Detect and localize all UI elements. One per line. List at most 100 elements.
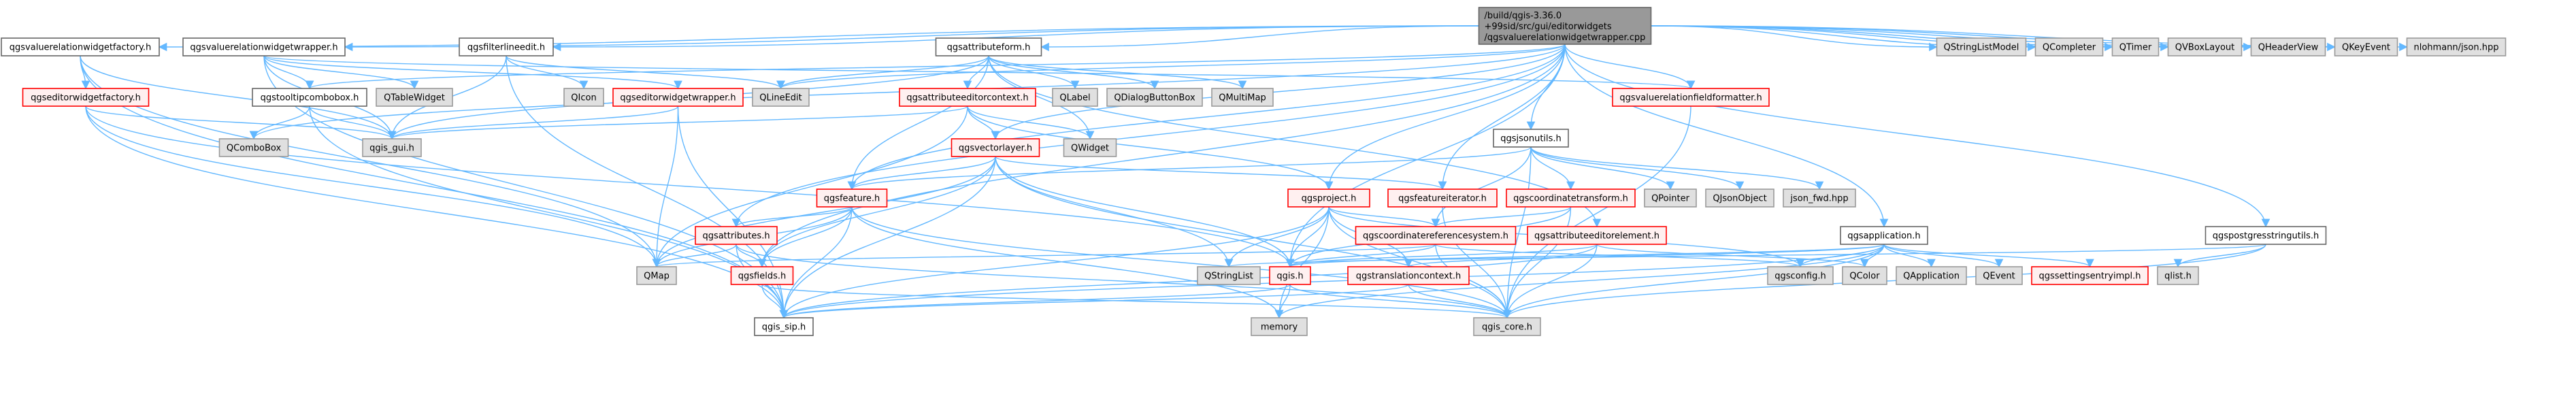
edge-project-to-qgissip [779, 206, 1330, 319]
node-box [1387, 188, 1498, 208]
node-feature[interactable]: qgsfeature.h [816, 188, 888, 208]
node-box [612, 88, 744, 107]
edge-attreditorcontext-to-qmap [652, 105, 968, 268]
node-label: nlohmann/json.hpp [2414, 43, 2499, 53]
edge-root-to-attributeform [1040, 25, 1479, 52]
node-attreditorcontext[interactable]: qgsattributeeditorcontext.h [899, 88, 1036, 107]
node-qstringlist[interactable]: QStringList [1197, 266, 1261, 285]
node-label: qgsvaluerelationwidgetwrapper.h [190, 43, 337, 53]
node-qmultimap[interactable]: QMultiMap [1211, 88, 1274, 107]
edge-root-to-vrwfactory [158, 25, 1479, 52]
edge-featureiterator-to-qgiscore [1442, 206, 1512, 319]
node-qheaderview[interactable]: QHeaderView [2250, 37, 2326, 56]
node-coordtransform[interactable]: qgscoordinatetransform.h [1506, 188, 1636, 208]
edge-jsonutils-to-coordtransform [1530, 146, 1575, 191]
node-label: QLineEdit [759, 93, 802, 103]
node-root[interactable]: /build/qgis-3.36.0+99sid/src/gui/editorw… [1478, 7, 1652, 45]
node-qdialogbuttonbox[interactable]: QDialogButtonBox [1106, 88, 1203, 107]
node-nlohmann[interactable]: nlohmann/json.hpp [2406, 37, 2507, 56]
node-qgiscore[interactable]: qgis_core.h [1473, 317, 1541, 336]
edge-coordtransform-to-qgiscore [1502, 206, 1572, 319]
node-vrwwrapper[interactable]: qgsvaluerelationwidgetwrapper.h [182, 37, 346, 56]
node-box [1767, 266, 1834, 285]
edge-attreditorcontext-to-vectorlayer [967, 105, 1000, 140]
node-qtimer[interactable]: QTimer [2111, 37, 2160, 56]
edge-editorwidgetfactory-to-qgish [85, 105, 1295, 268]
node-postgresstringutils[interactable]: qgspostgresstringutils.h [2205, 226, 2327, 245]
node-box [1347, 266, 1470, 285]
node-qgsconfig[interactable]: qgsconfig.h [1767, 266, 1834, 285]
node-box [459, 37, 554, 56]
node-tooltipcombobox[interactable]: qgstooltipcombobox.h [252, 88, 367, 107]
node-featureiterator[interactable]: qgsfeatureiterator.h [1387, 188, 1498, 208]
node-jsonutils[interactable]: qgsjsonutils.h [1493, 129, 1569, 148]
node-qgish[interactable]: qgis.h [1269, 266, 1311, 285]
node-label: qlist.h [2164, 272, 2192, 282]
node-label: QDialogButtonBox [1114, 93, 1195, 103]
node-qgissip[interactable]: qgis_sip.h [754, 317, 814, 336]
node-label: QPointer [1651, 194, 1690, 204]
edge-feature-to-fields [757, 206, 853, 268]
node-qtablewidget[interactable]: QTableWidget [376, 88, 453, 107]
node-filterlineedit[interactable]: qgsfilterlineedit.h [459, 37, 554, 56]
node-label: qgis_core.h [1482, 323, 1532, 333]
node-memory[interactable]: memory [1251, 317, 1308, 336]
edge-root-to-vrwwrapper [344, 25, 1479, 52]
node-qlineedit[interactable]: QLineEdit [752, 88, 810, 107]
node-qcolor[interactable]: QColor [1842, 266, 1887, 285]
edge-postgresstringutils-to-qstringlist [1225, 244, 2266, 268]
node-fields[interactable]: qgsfields.h [730, 266, 794, 285]
node-label: qgscoordinatereferencesystem.h [1363, 231, 1508, 242]
node-box [362, 138, 422, 157]
edge-root-to-application [1564, 44, 1889, 228]
node-jsonfwd[interactable]: json_fwd.hpp [1783, 188, 1856, 208]
node-label: QStringListModel [1944, 43, 2019, 53]
node-qapplication[interactable]: QApplication [1896, 266, 1967, 285]
node-qicon[interactable]: QIcon [563, 88, 604, 107]
edge-vectorlayer-to-qgiscore [995, 156, 1512, 319]
node-qcompleter[interactable]: QCompleter [2034, 37, 2104, 56]
node-translationcontext[interactable]: qgstranslationcontext.h [1347, 266, 1470, 285]
edge-attributeform-to-qwidget [988, 55, 1095, 140]
node-qvboxlayout[interactable]: QVBoxLayout [2167, 37, 2243, 56]
node-qlabel[interactable]: QLabel [1052, 88, 1098, 107]
node-qcombobox[interactable]: QComboBox [218, 138, 289, 157]
edge-translationcontext-to-qgissip [780, 284, 1409, 319]
edge-feature-to-qgiscore [851, 206, 1512, 319]
node-settingsentryimpl[interactable]: qgssettingsentryimpl.h [2031, 266, 2149, 285]
node-qstringlistmodel[interactable]: QStringListModel [1936, 37, 2027, 56]
node-label: QWidget [1071, 144, 1109, 154]
node-label: QApplication [1903, 272, 1960, 282]
node-attreditorelement[interactable]: qgsattributeeditorelement.h [1527, 226, 1667, 245]
node-application[interactable]: qgsapplication.h [1840, 226, 1928, 245]
node-qgisgui[interactable]: qgis_gui.h [362, 138, 422, 157]
node-label: qgsfeatureiterator.h [1398, 194, 1487, 204]
edge-application-to-qapplication [1883, 244, 1936, 268]
node-label: qgsconfig.h [1774, 272, 1826, 282]
node-box [1355, 226, 1517, 245]
node-qmap[interactable]: QMap [636, 266, 677, 285]
edge-attributeform-to-feature [847, 55, 989, 191]
node-attributes[interactable]: qgsattributes.h [695, 226, 778, 245]
node-box [2250, 37, 2326, 56]
node-crs[interactable]: qgscoordinatereferencesystem.h [1355, 226, 1517, 245]
node-qevent[interactable]: QEvent [1975, 266, 2023, 285]
edge-attreditorcontext-to-project [967, 105, 1334, 191]
node-label: QMap [644, 272, 670, 282]
node-editorwidgetfactory[interactable]: qgseditorwidgetfactory.h [22, 88, 150, 107]
edge-attributeform-to-qdialogbuttonbox [988, 55, 1159, 90]
node-label: QLabel [1059, 93, 1090, 103]
node-attributeform[interactable]: qgsattributeform.h [935, 37, 1042, 56]
node-qwidget[interactable]: QWidget [1063, 138, 1117, 157]
node-editorwidgetwrapper[interactable]: qgseditorwidgetwrapper.h [612, 88, 744, 107]
node-vectorlayer[interactable]: qgsvectorlayer.h [951, 138, 1040, 157]
node-vrfieldformatter[interactable]: qgsvaluerelationfieldformatter.h [1612, 88, 1770, 107]
node-qjsonobject[interactable]: QJsonObject [1705, 188, 1774, 208]
node-qpointer[interactable]: QPointer [1644, 188, 1697, 208]
edge-project-to-crs [1328, 206, 1440, 228]
node-qlist[interactable]: qlist.h [2157, 266, 2199, 285]
node-vrwfactory[interactable]: qgsvaluerelationwidgetfactory.h [1, 37, 160, 56]
node-qkeyevent[interactable]: QKeyEvent [2334, 37, 2398, 56]
edge-jsonutils-to-crs [1431, 146, 1532, 228]
node-project[interactable]: qgsproject.h [1287, 188, 1370, 208]
